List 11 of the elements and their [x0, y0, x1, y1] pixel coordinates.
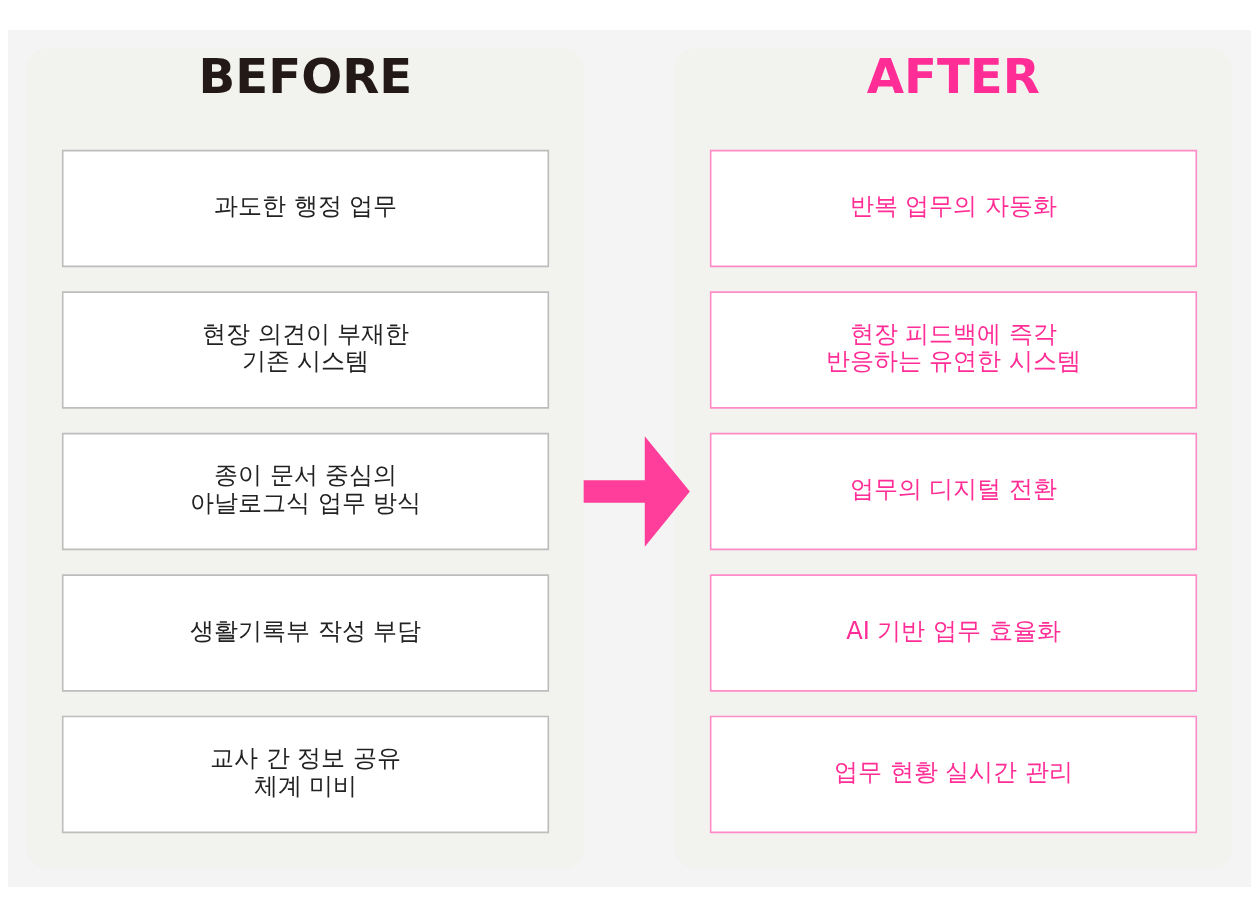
- node-box: 현장 피드백에 즉각 반응하는 유연한 시스템: [709, 291, 1198, 409]
- node-box: 반복 업무의 자동화: [709, 149, 1198, 268]
- node-box: 생활기록부 작성 부담: [61, 574, 550, 692]
- node-box: 종이 문서 중심의 아날로그식 업무 방식: [61, 432, 550, 551]
- node-box: 교사 간 정보 공유 체계 미비: [61, 715, 550, 834]
- node-box: 과도한 행정 업무: [61, 149, 550, 268]
- node-box: AI 기반 업무 효율화: [709, 574, 1198, 692]
- node-box: 현장 의견이 부재한 기존 시스템: [61, 291, 550, 409]
- node-box: 업무의 디지털 전환: [709, 432, 1198, 551]
- node-box: 업무 현황 실시간 관리: [709, 715, 1198, 834]
- arrow: [583, 436, 690, 547]
